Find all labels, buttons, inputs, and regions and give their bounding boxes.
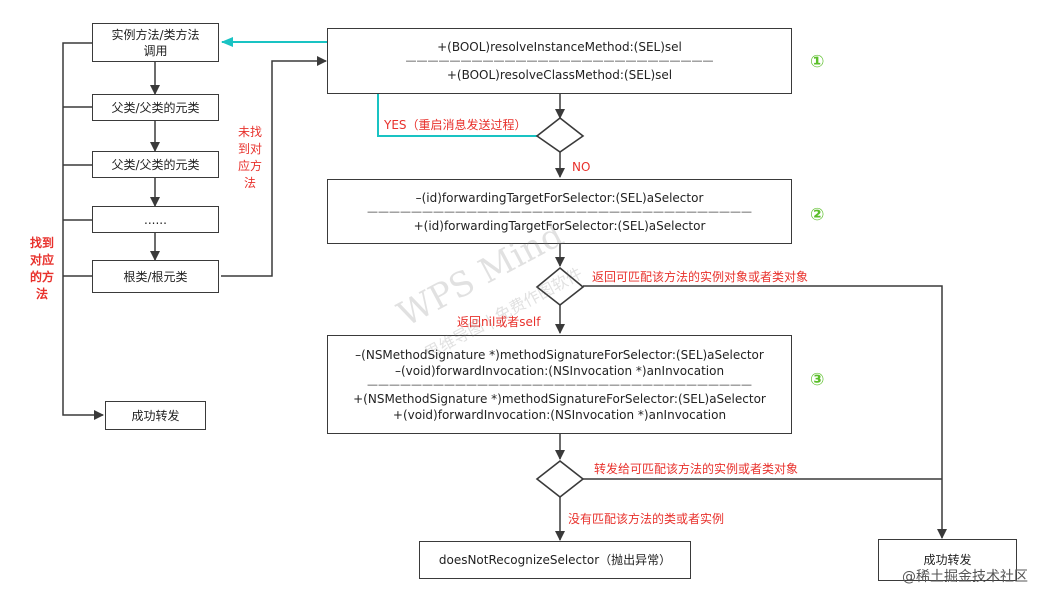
success-box-left: 成功转发 (105, 401, 206, 430)
start-box: 实例方法/类方法 调用 (92, 23, 219, 62)
stage1-box: +(BOOL)resolveInstanceMethod:(SEL)sel ——… (327, 28, 792, 94)
no-label: NO (572, 160, 591, 174)
stage1-separator: ———————————————————————————— (405, 55, 714, 67)
return-object-label: 返回可匹配该方法的实例对象或者类对象 (592, 270, 809, 284)
parent-box-2-label: 父类/父类的元类 (111, 157, 200, 172)
success-box-left-label: 成功转发 (131, 408, 180, 423)
stage3-number: ③ (810, 370, 825, 390)
root-box: 根类/根元类 (92, 260, 219, 293)
yes-label: YES（重启消息发送过程） (384, 118, 527, 132)
stage2-line2: +(id)forwardingTargetForSelector:(SEL)aS… (413, 218, 706, 233)
success-box-right-label: 成功转发 (923, 553, 972, 567)
start-box-line2: 调用 (143, 43, 168, 58)
stage3-line3: +(NSMethodSignature *)methodSignatureFor… (353, 391, 766, 406)
arrow-diamond2-to-success (583, 285, 947, 539)
parent-box-1-label: 父类/父类的元类 (111, 100, 200, 115)
found-bracket-line (62, 42, 104, 420)
return-nil-label: 返回nil或者self (457, 315, 541, 329)
no-match-label: 没有匹配该方法的类或者实例 (568, 512, 725, 526)
stage3-line2: –(void)forwardInvocation:(NSInvocation *… (394, 363, 725, 378)
stage3-line4: +(void)forwardInvocation:(NSInvocation *… (392, 407, 727, 422)
start-box-line1: 实例方法/类方法 (111, 27, 200, 42)
ellipsis-box: ...... (92, 206, 219, 233)
stage3-box: –(NSMethodSignature *)methodSignatureFor… (327, 335, 792, 434)
footer-credit: @稀土掘金技术社区 (902, 569, 1028, 585)
stage3-line1: –(NSMethodSignature *)methodSignatureFor… (355, 347, 764, 362)
found-method-label: 找到对应的方法 (29, 236, 54, 301)
does-not-recognize-box: doesNotRecognizeSelector（抛出异常） (419, 541, 691, 579)
decision-diamond-1 (535, 116, 585, 153)
stage2-separator: ——————————————————————————————————— (367, 205, 752, 218)
forward-label: 转发给可匹配该方法的实例或者类对象 (594, 462, 799, 476)
stage1-number: ① (810, 52, 825, 72)
decision-diamond-3 (535, 459, 585, 499)
arrow-root-to-stage1 (221, 56, 327, 277)
ellipsis-box-label: ...... (144, 212, 167, 227)
success-box-right: 成功转发 (878, 539, 1017, 581)
stage2-number: ② (810, 205, 825, 225)
root-box-label: 根类/根元类 (123, 269, 188, 284)
does-not-recognize-label: doesNotRecognizeSelector（抛出异常） (438, 553, 672, 567)
stage3-separator: ——————————————————————————————————— (367, 378, 752, 391)
stage2-box: –(id)forwardingTargetForSelector:(SEL)aS… (327, 179, 792, 244)
parent-box-2: 父类/父类的元类 (92, 151, 219, 178)
stage2-line1: –(id)forwardingTargetForSelector:(SEL)aS… (415, 190, 704, 205)
stage1-line1: +(BOOL)resolveInstanceMethod:(SEL)sel (437, 40, 682, 54)
not-found-label: 未找到对应方法 (237, 125, 262, 190)
parent-box-1: 父类/父类的元类 (92, 94, 219, 121)
stage1-line2: +(BOOL)resolveClassMethod:(SEL)sel (446, 68, 673, 82)
decision-diamond-2 (535, 266, 585, 307)
